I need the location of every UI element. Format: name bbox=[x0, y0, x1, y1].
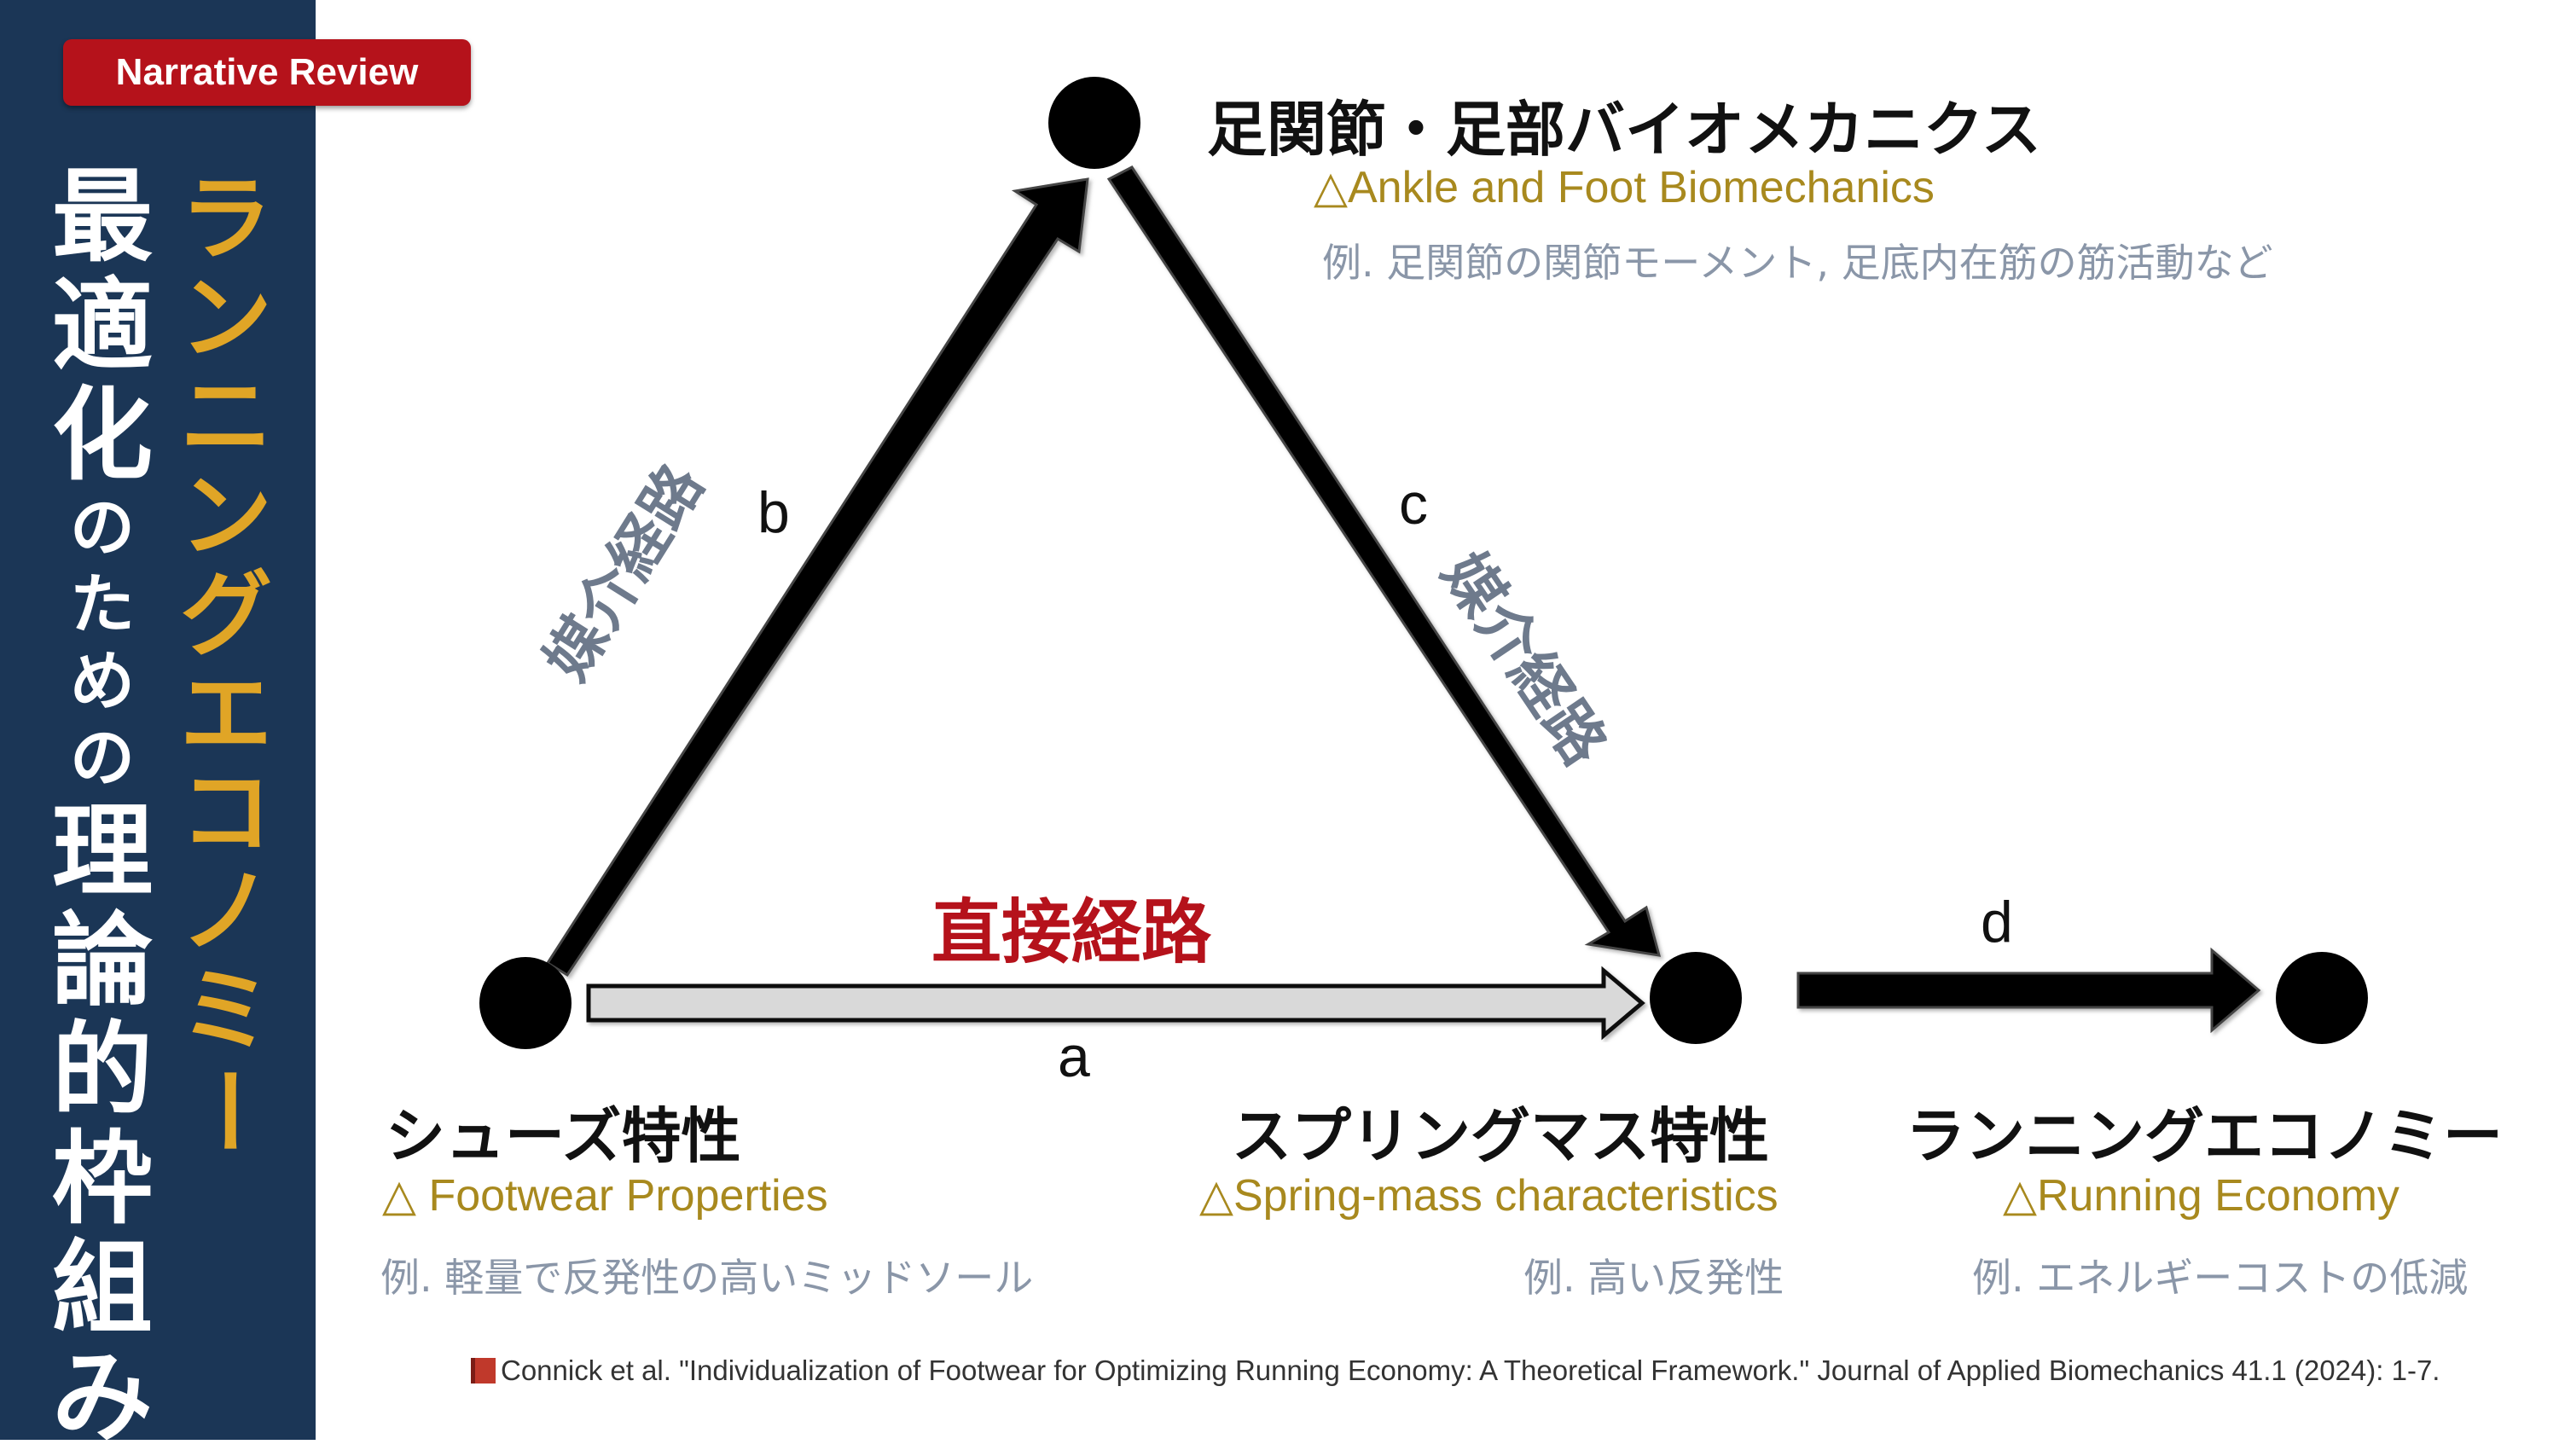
title-char-gold: ラ bbox=[179, 166, 272, 273]
title-char: の bbox=[70, 490, 135, 566]
vertical-title-gold: ランニングエコノミー bbox=[171, 171, 281, 1160]
title-char-gold: エ bbox=[179, 661, 272, 768]
book-icon bbox=[471, 1358, 496, 1383]
title-char-gold: ニ bbox=[179, 364, 272, 471]
node-running-economy bbox=[2276, 952, 2368, 1044]
title-char-gold: ン bbox=[179, 463, 272, 570]
shoes-node-english: △ Footwear Properties bbox=[382, 1171, 828, 1221]
title-char-gold: グ bbox=[179, 562, 272, 669]
economy-node-title: ランニングエコノミー bbox=[1906, 1101, 2503, 1171]
title-char: 理 bbox=[51, 792, 153, 910]
narrative-review-badge: Narrative Review bbox=[63, 39, 471, 106]
top-node-example: 例. 足関節の関節モーメント, 足底内在筋の筋活動など bbox=[1322, 240, 2273, 286]
top-node-english: △Ankle and Foot Biomechanics bbox=[1314, 163, 1935, 212]
sidebar-panel: 最適化のための理論的枠組み ランニングエコノミー bbox=[0, 0, 316, 1452]
title-char: 枠 bbox=[51, 1120, 153, 1238]
title-char-gold: ミ bbox=[179, 958, 272, 1064]
citation-text: Connick et al. "Individualization of Foo… bbox=[501, 1354, 2440, 1386]
spring-node-example: 例. 高い反発性 bbox=[1523, 1255, 1784, 1301]
path-label-b: b bbox=[757, 480, 790, 545]
arrow-c-mediation bbox=[1106, 165, 1662, 957]
title-char: み bbox=[51, 1338, 153, 1456]
title-char-gold: ン bbox=[179, 265, 272, 372]
arrow-a-direct bbox=[586, 966, 1645, 1041]
economy-node-english: △Running Economy bbox=[2003, 1171, 2399, 1221]
arrow-d bbox=[1796, 947, 2261, 1034]
title-char: 化 bbox=[51, 376, 153, 494]
spring-node-english: △Spring-mass characteristics bbox=[1199, 1171, 1779, 1221]
node-footwear bbox=[479, 957, 572, 1049]
vertical-title-white: 最適化のための理論的枠組み bbox=[47, 162, 158, 1452]
path-label-c: c bbox=[1399, 472, 1428, 537]
path-label-d: d bbox=[1981, 890, 2013, 954]
title-char: 適 bbox=[51, 267, 153, 385]
title-char: め bbox=[70, 643, 135, 719]
title-char-gold: ノ bbox=[179, 859, 272, 966]
shoes-node-title: シューズ特性 bbox=[386, 1101, 741, 1171]
title-char: 論 bbox=[51, 902, 153, 1019]
spring-node-title: スプリングマス特性 bbox=[1232, 1101, 1769, 1171]
arrow-b-mediation bbox=[545, 177, 1089, 977]
top-node-title: 足関節・足部バイオメカニクス bbox=[1207, 95, 2041, 165]
path-label-a: a bbox=[1058, 1024, 1090, 1089]
economy-node-example: 例. エネルギーコストの低減 bbox=[1972, 1255, 2469, 1301]
node-spring-mass bbox=[1650, 952, 1742, 1044]
title-char: 最 bbox=[51, 158, 153, 276]
title-char: た bbox=[70, 566, 135, 642]
shoes-node-example: 例. 軽量で反発性の高いミッドソール bbox=[380, 1255, 1034, 1301]
title-char-gold: コ bbox=[179, 760, 272, 867]
title-char: 的 bbox=[51, 1011, 153, 1128]
title-char: 組 bbox=[51, 1229, 153, 1347]
direct-path-label: 直接経路 bbox=[931, 892, 1212, 973]
title-char: の bbox=[70, 720, 135, 796]
node-ankle-foot bbox=[1048, 77, 1140, 169]
citation: Connick et al. "Individualization of Foo… bbox=[471, 1354, 2440, 1387]
